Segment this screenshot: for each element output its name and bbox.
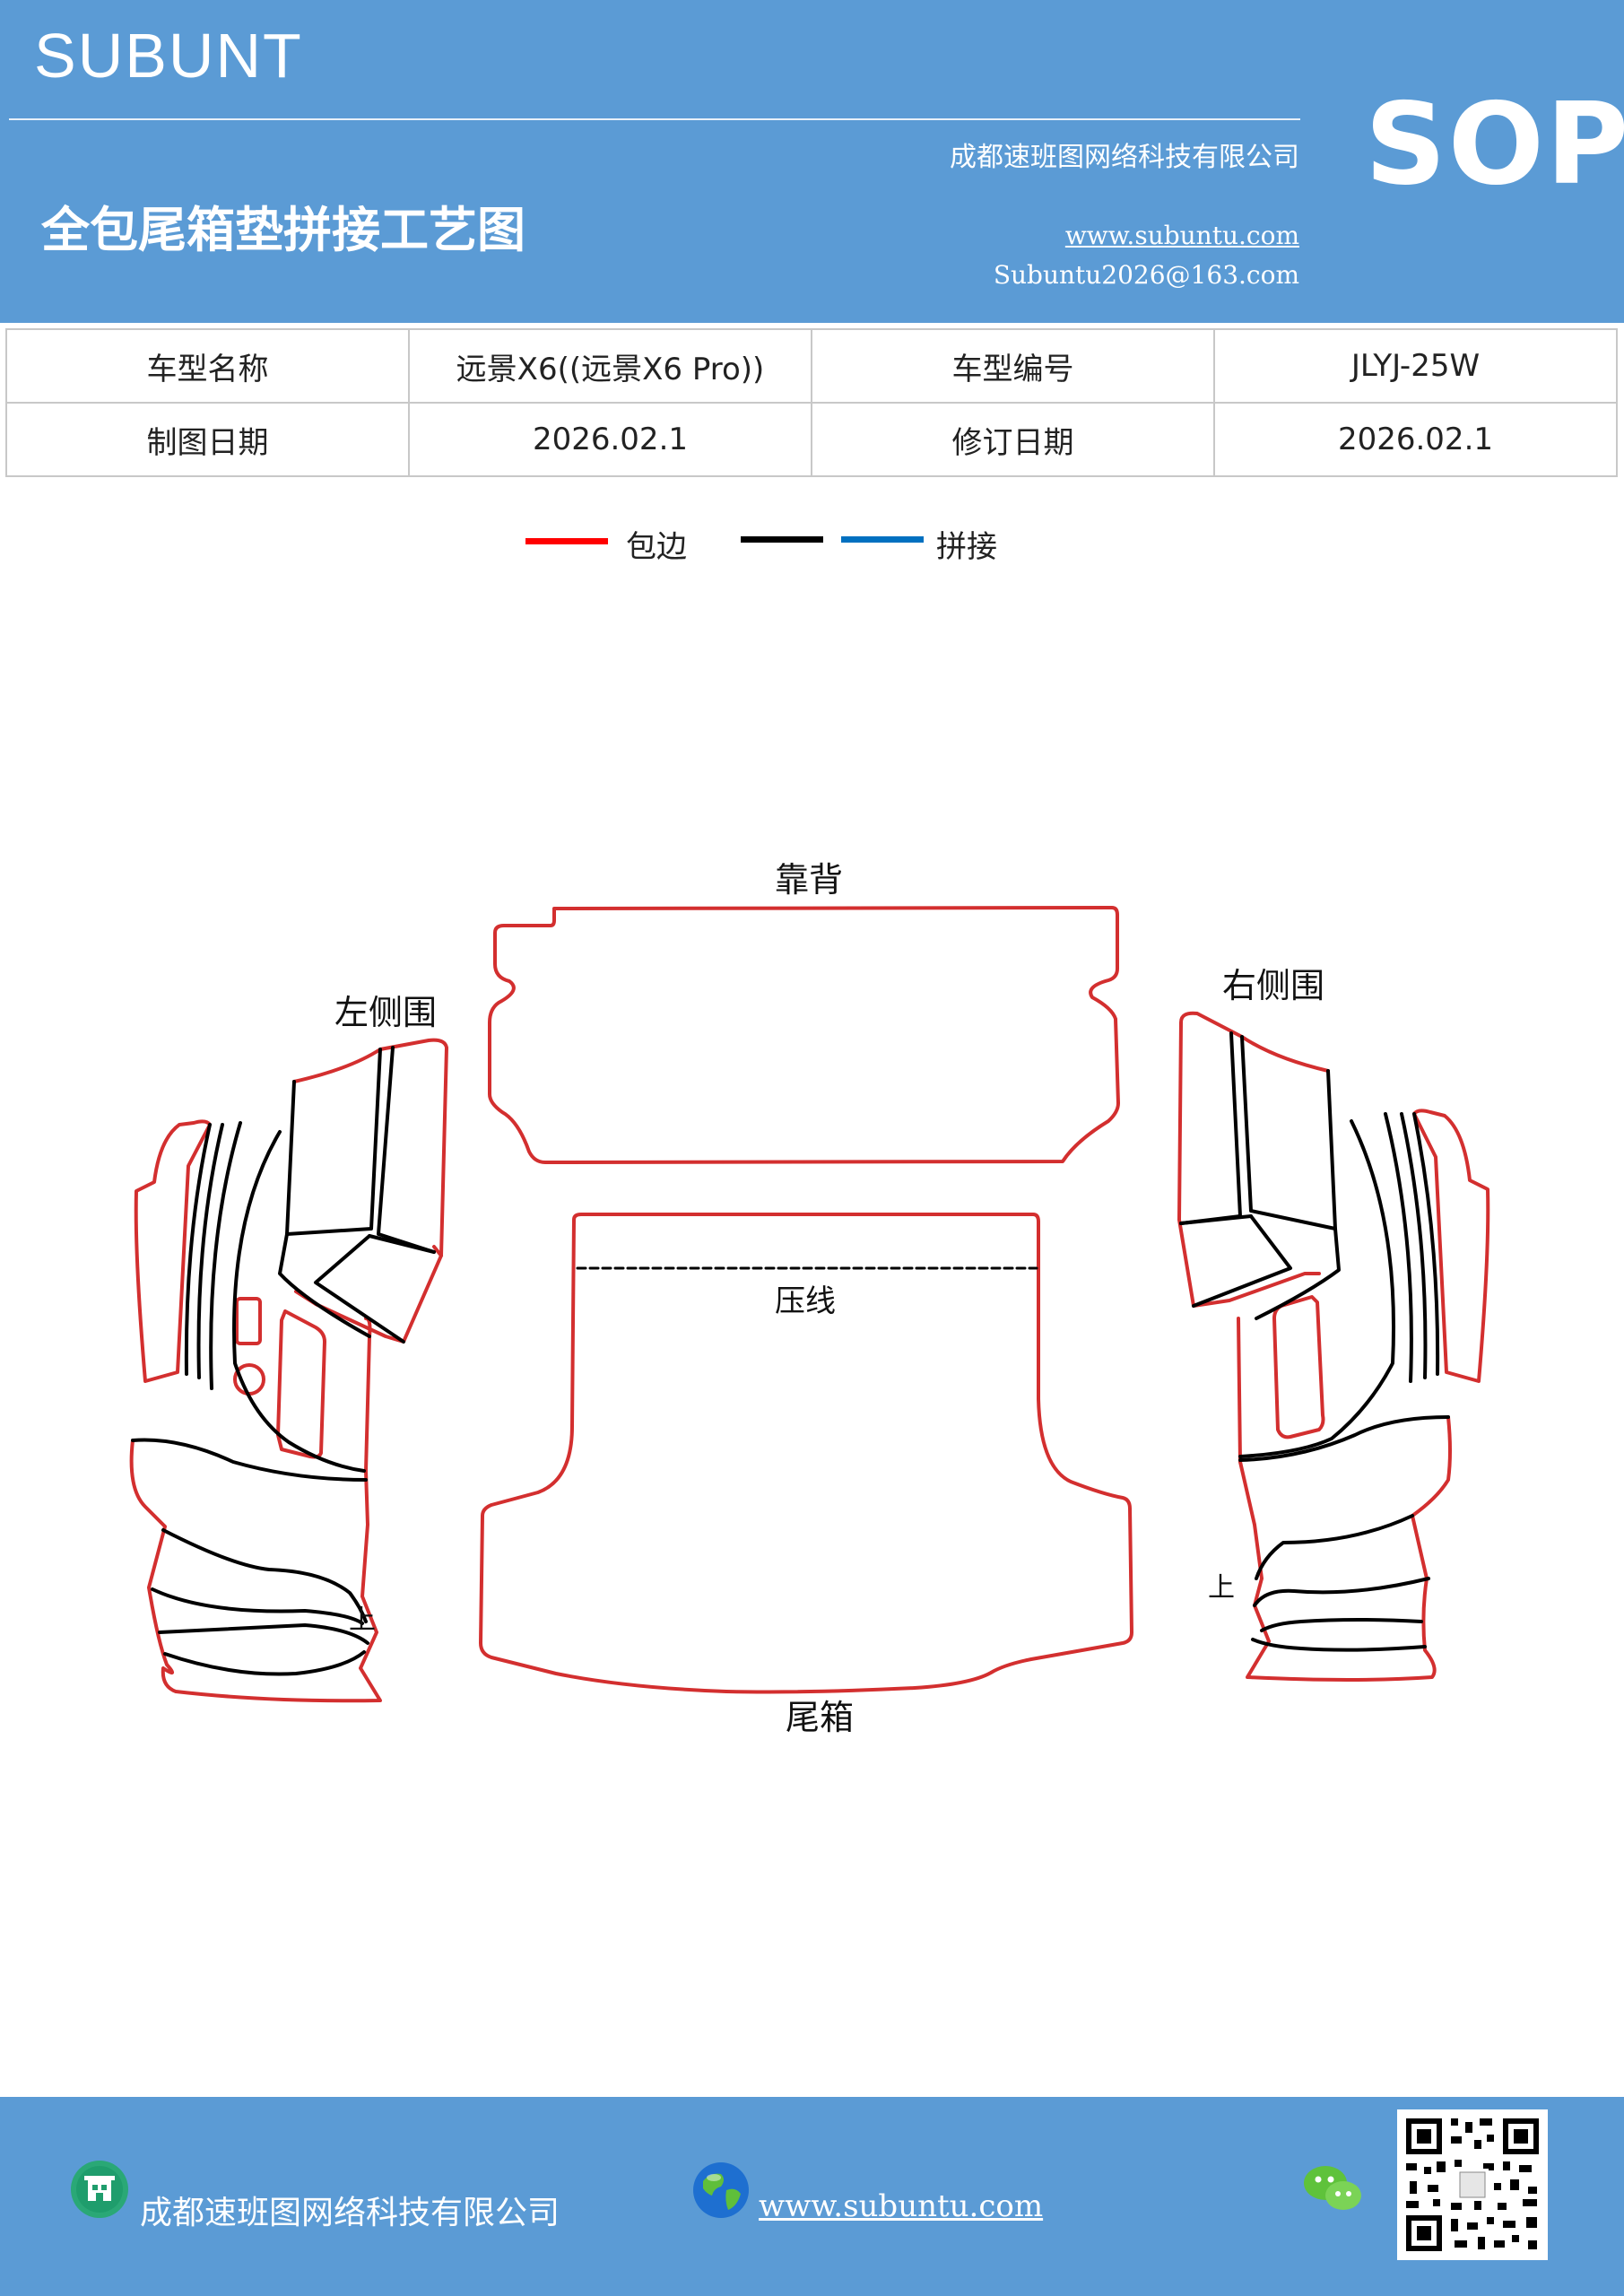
footer-website-link[interactable]: www.subuntu.com [759, 2188, 1044, 2224]
left-side-upper-outline [292, 1038, 448, 1344]
left-seam [278, 1232, 371, 1338]
right-seam [1240, 1035, 1337, 1231]
left-side-outline [134, 1119, 212, 1383]
table-cell: 车型编号 [811, 328, 1215, 404]
table-cell: 制图日期 [5, 402, 410, 477]
right-seam [1179, 1214, 1253, 1225]
table-cell: 远景X6((远景X6 Pro)) [408, 328, 812, 404]
document-title: 全包尾箱垫拼接工艺图 [41, 201, 525, 258]
left-recess [276, 1309, 326, 1459]
legend-swatch-black [741, 536, 823, 543]
left-seam [161, 1528, 368, 1623]
footer-banner: 成都速班图网络科技有限公司 www.subuntu.com [0, 2097, 1624, 2296]
legend-label-edge: 包边 [626, 529, 687, 565]
legend-swatch-blue [841, 536, 924, 543]
header-banner: SUBUNT 成都速班图网络科技有限公司 全包尾箱垫拼接工艺图 www.subu… [0, 0, 1624, 323]
left-seam [151, 1587, 364, 1625]
table-row: 车型名称 远景X6((远景X6 Pro)) 车型编号 JLYJ-25W [5, 328, 1618, 404]
left-seam [314, 1234, 405, 1344]
left-seam [368, 1234, 436, 1254]
legend-swatch-red [525, 538, 608, 544]
left-seam [196, 1123, 224, 1379]
right-seam [1251, 1638, 1427, 1652]
backrest-panel [488, 906, 1120, 1164]
left-seam [232, 1130, 366, 1473]
wechat-icon [1304, 2166, 1361, 2210]
right-seam [1238, 1415, 1450, 1462]
left-seam [209, 1121, 242, 1390]
table-row: 制图日期 2026.02.1 修订日期 2026.02.1 [5, 402, 1618, 477]
building-icon [71, 2161, 128, 2218]
left-side-lower-outline [129, 1317, 382, 1703]
left-slot [235, 1297, 262, 1345]
table-cell: JLYJ-25W [1213, 328, 1618, 404]
qr-code-icon [1397, 2109, 1548, 2260]
right-recess [1272, 1295, 1325, 1439]
legend: 包边 拼接 [0, 520, 1624, 574]
legend-label-seam: 拼接 [936, 529, 997, 565]
right-side-label: 右侧围 [1222, 966, 1324, 1005]
left-seam [163, 1650, 366, 1676]
backrest-label: 靠背 [775, 860, 843, 900]
globe-icon [693, 2162, 749, 2218]
right-seam [1260, 1618, 1423, 1632]
email-address: Subuntu2026@163.com [993, 260, 1299, 290]
brand-name: SUBUNT [34, 21, 303, 91]
table-cell: 2026.02.1 [1213, 402, 1618, 477]
right-seam [1255, 1514, 1414, 1580]
sop-badge: SOP [1365, 78, 1624, 210]
left-seam [131, 1438, 368, 1482]
right-seam [1238, 1119, 1396, 1458]
left-seam [377, 1046, 436, 1254]
table-cell: 2026.02.1 [408, 402, 812, 477]
right-seam [1400, 1112, 1428, 1379]
footer-company-name: 成都速班图网络科技有限公司 [140, 2195, 560, 2231]
right-side-upper-outline [1177, 1011, 1330, 1308]
vehicle-info-table: 车型名称 远景X6((远景X6 Pro)) 车型编号 JLYJ-25W 制图日期… [5, 328, 1618, 477]
left-up-marker: 上 [349, 1605, 376, 1636]
website-link[interactable]: www.subuntu.com [1064, 221, 1299, 250]
right-seam [1253, 1577, 1430, 1607]
company-name: 成都速班图网络科技有限公司 [950, 142, 1299, 173]
right-seam [1412, 1112, 1440, 1376]
right-side-lower-outline [1237, 1317, 1452, 1682]
left-seam [285, 1048, 382, 1236]
crease-label: 压线 [775, 1283, 836, 1319]
left-side-panel [129, 1038, 448, 1703]
trunk-floor-panel [479, 1213, 1133, 1694]
table-cell: 车型名称 [5, 328, 410, 404]
left-side-edge-right [432, 1245, 443, 1257]
right-seam [1384, 1112, 1413, 1383]
right-side-panel [1177, 1011, 1490, 1682]
table-cell: 修订日期 [811, 402, 1215, 477]
left-side-label: 左侧围 [334, 993, 437, 1032]
left-seam [158, 1623, 369, 1645]
trunk-label: 尾箱 [786, 1698, 854, 1737]
left-seam [184, 1123, 212, 1376]
right-seam [1192, 1214, 1292, 1308]
right-seam [1179, 1031, 1242, 1225]
right-side-outline [1412, 1109, 1490, 1383]
right-seam [1255, 1227, 1341, 1320]
right-up-marker: 上 [1208, 1572, 1235, 1604]
header-divider [9, 118, 1300, 120]
